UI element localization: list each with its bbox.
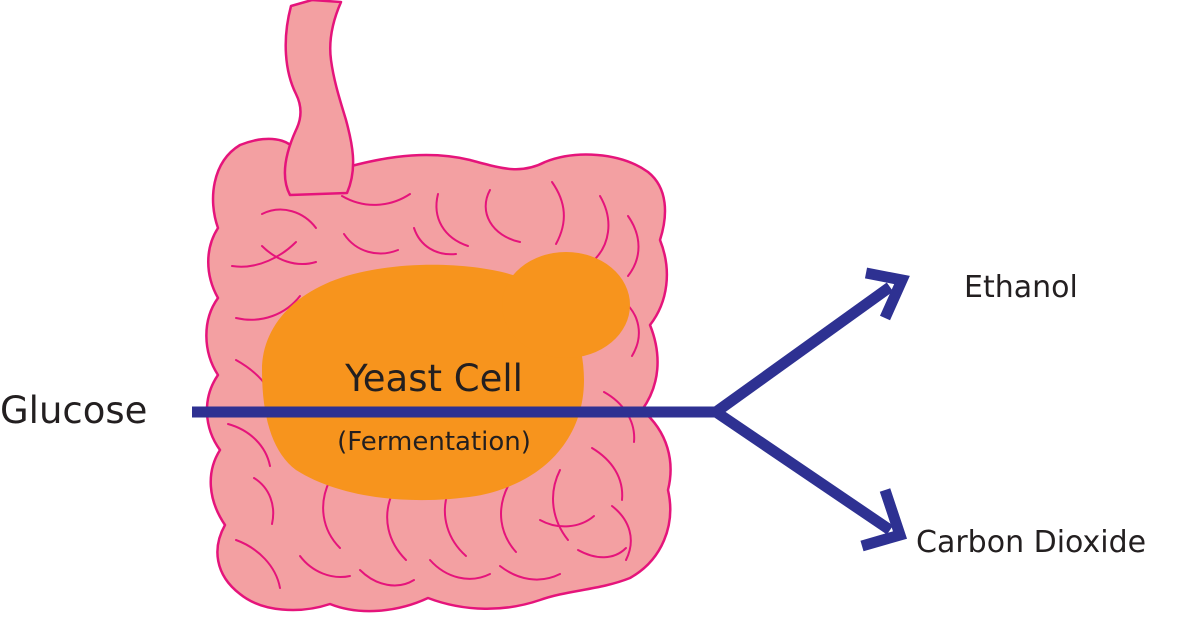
ethanol-label: Ethanol xyxy=(964,270,1078,305)
ethanol-arrow xyxy=(712,282,894,417)
yeast-cell-body xyxy=(262,264,584,501)
intestine-tube xyxy=(283,0,355,197)
flow-arrows xyxy=(192,267,910,552)
yeast-cell-title: Yeast Cell xyxy=(344,357,523,400)
carbon-dioxide-arrow xyxy=(712,407,894,535)
carbon-dioxide-label: Carbon Dioxide xyxy=(916,525,1146,560)
carbon-dioxide-arrowhead xyxy=(860,488,908,552)
yeast-bud xyxy=(502,252,630,358)
ethanol-arrowhead xyxy=(864,267,910,321)
intestine-folds xyxy=(227,181,640,589)
glucose-label: Glucose xyxy=(0,389,147,432)
fermentation-subtitle: (Fermentation) xyxy=(337,427,531,457)
yeast-cell xyxy=(262,252,630,501)
